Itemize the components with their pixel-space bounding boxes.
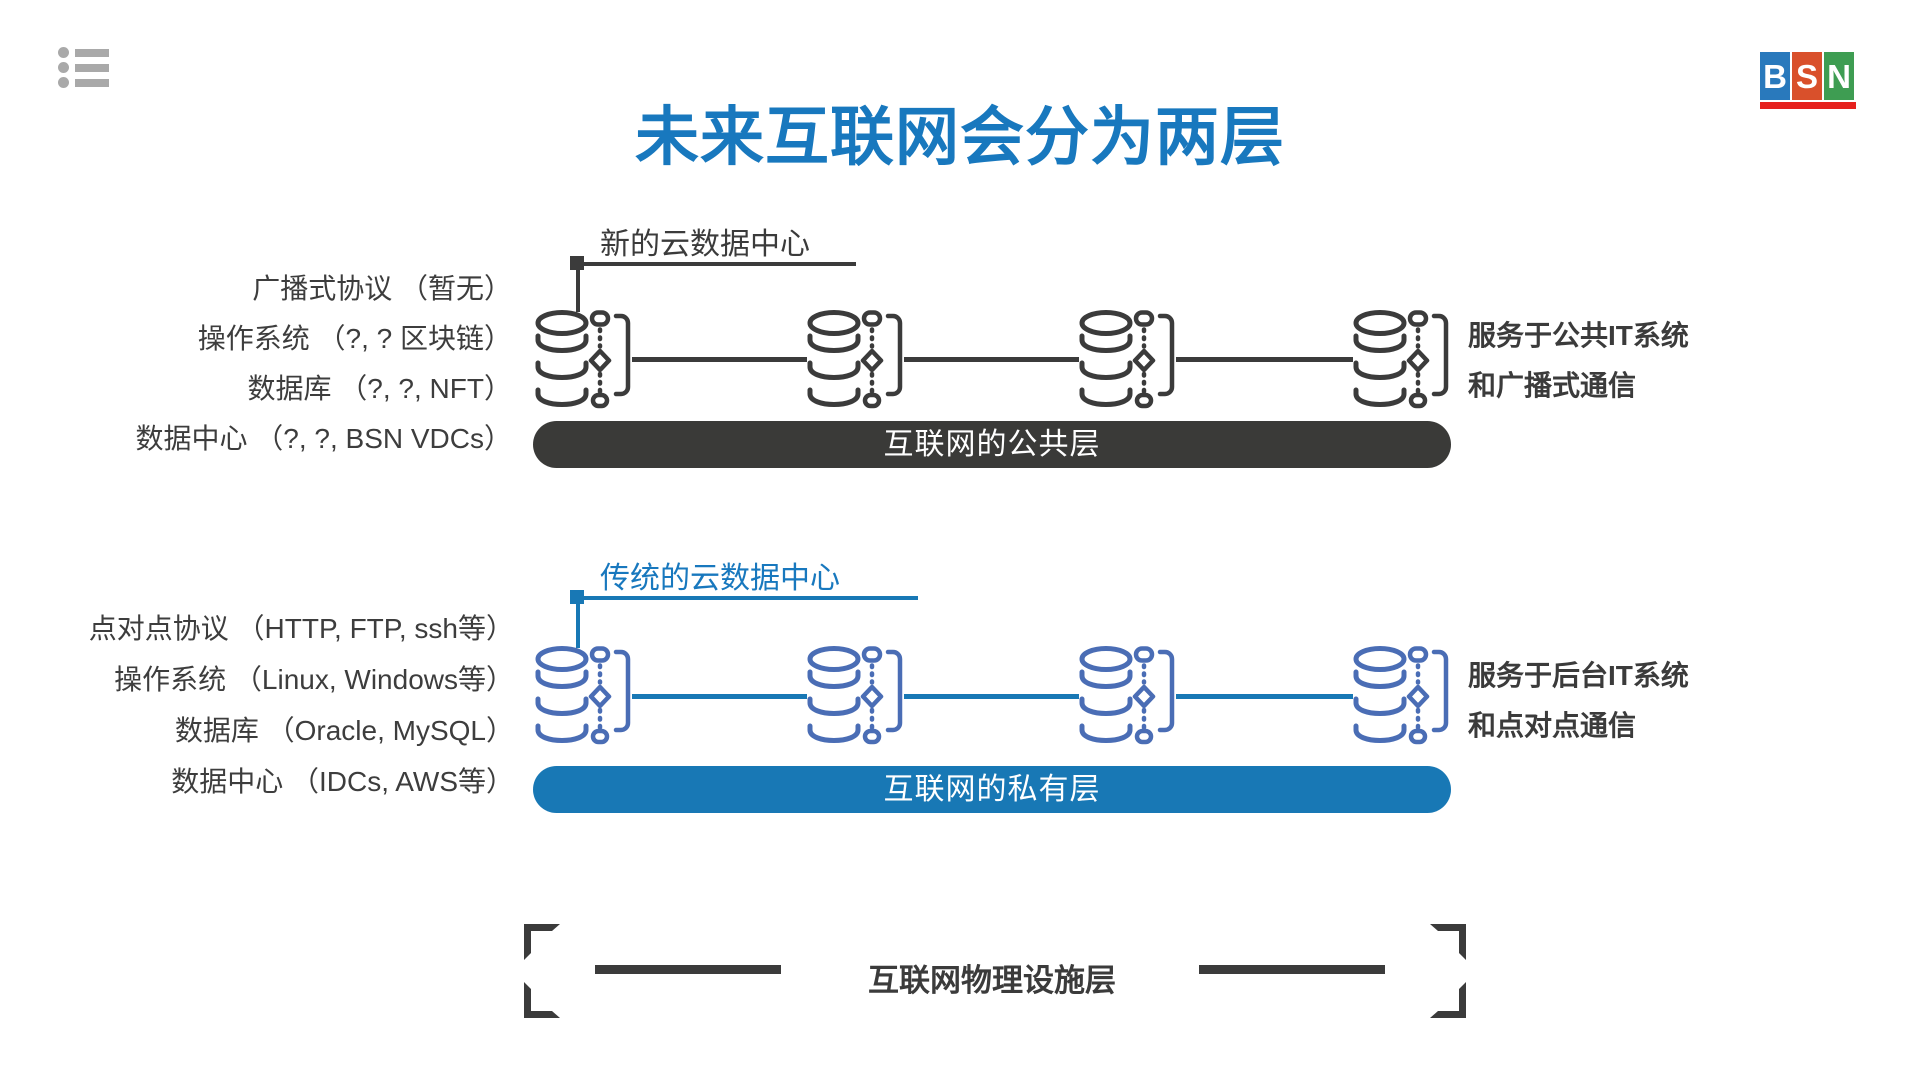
public-os-label: 操作系统 （?, ? 区块链） bbox=[197, 323, 512, 354]
database-cluster-icon bbox=[1353, 646, 1453, 746]
private-layer-bar: 互联网的私有层 bbox=[533, 766, 1451, 813]
logo-underline bbox=[1760, 102, 1856, 109]
private-database-label: 数据库 （Oracle, MySQL） bbox=[174, 715, 514, 746]
private-right-labels: 服务于后台IT系统 和点对点通信 bbox=[1468, 651, 1689, 751]
database-cluster-icon bbox=[1079, 646, 1179, 746]
public-connector-line bbox=[1176, 357, 1353, 362]
database-cluster-icon bbox=[807, 646, 907, 746]
public-callout-pointer bbox=[576, 262, 580, 312]
public-connector-line bbox=[904, 357, 1079, 362]
public-layer-bar: 互联网的公共层 bbox=[533, 421, 1451, 468]
public-connector-line bbox=[632, 357, 807, 362]
database-cluster-icon bbox=[535, 646, 635, 746]
private-connector-line bbox=[632, 694, 807, 699]
bsn-logo: B S N bbox=[1760, 52, 1856, 109]
private-left-labels: 点对点协议 （HTTP, FTP, ssh等） 操作系统 （Linux, Win… bbox=[80, 603, 514, 807]
private-callout-pointer bbox=[576, 596, 580, 648]
physical-layer-label: 互联网物理设施层 bbox=[868, 963, 1116, 998]
database-cluster-icon bbox=[807, 310, 907, 410]
public-right-labels: 服务于公共IT系统 和广播式通信 bbox=[1468, 311, 1689, 411]
public-callout-underline bbox=[578, 262, 856, 266]
physical-line-right bbox=[1199, 965, 1385, 974]
page-title: 未来互联网会分为两层 bbox=[635, 101, 1285, 173]
private-protocol-label: 点对点协议 （HTTP, FTP, ssh等） bbox=[88, 613, 514, 644]
public-database-label: 数据库 （?, ?, NFT） bbox=[247, 373, 512, 404]
menu-list-icon[interactable] bbox=[58, 47, 109, 88]
private-connector-line bbox=[1176, 694, 1353, 699]
public-callout-label: 新的云数据中心 bbox=[600, 228, 810, 261]
private-datacenter-label: 数据中心 （IDCs, AWS等） bbox=[171, 766, 514, 797]
public-datacenter-label: 数据中心 （?, ?, BSN VDCs） bbox=[135, 423, 512, 454]
private-serves-label-1: 服务于后台IT系统 bbox=[1468, 660, 1689, 691]
private-serves-label-2: 和点对点通信 bbox=[1468, 710, 1637, 741]
physical-line-left bbox=[595, 965, 781, 974]
private-callout-underline bbox=[578, 596, 918, 600]
public-serves-label-2: 和广播式通信 bbox=[1468, 370, 1637, 401]
public-serves-label-1: 服务于公共IT系统 bbox=[1468, 320, 1689, 351]
public-left-labels: 广播式协议 （暂无） 操作系统 （?, ? 区块链） 数据库 （?, ?, NF… bbox=[100, 264, 512, 464]
private-callout-label: 传统的云数据中心 bbox=[600, 562, 840, 595]
logo-letter-s: S bbox=[1792, 52, 1822, 100]
private-connector-line bbox=[904, 694, 1079, 699]
logo-letter-n: N bbox=[1824, 52, 1854, 100]
private-os-label: 操作系统 （Linux, Windows等） bbox=[114, 664, 514, 695]
public-protocol-label: 广播式协议 （暂无） bbox=[252, 273, 512, 304]
database-cluster-icon bbox=[1079, 310, 1179, 410]
logo-letter-b: B bbox=[1760, 52, 1790, 100]
database-cluster-icon bbox=[535, 310, 635, 410]
database-cluster-icon bbox=[1353, 310, 1453, 410]
